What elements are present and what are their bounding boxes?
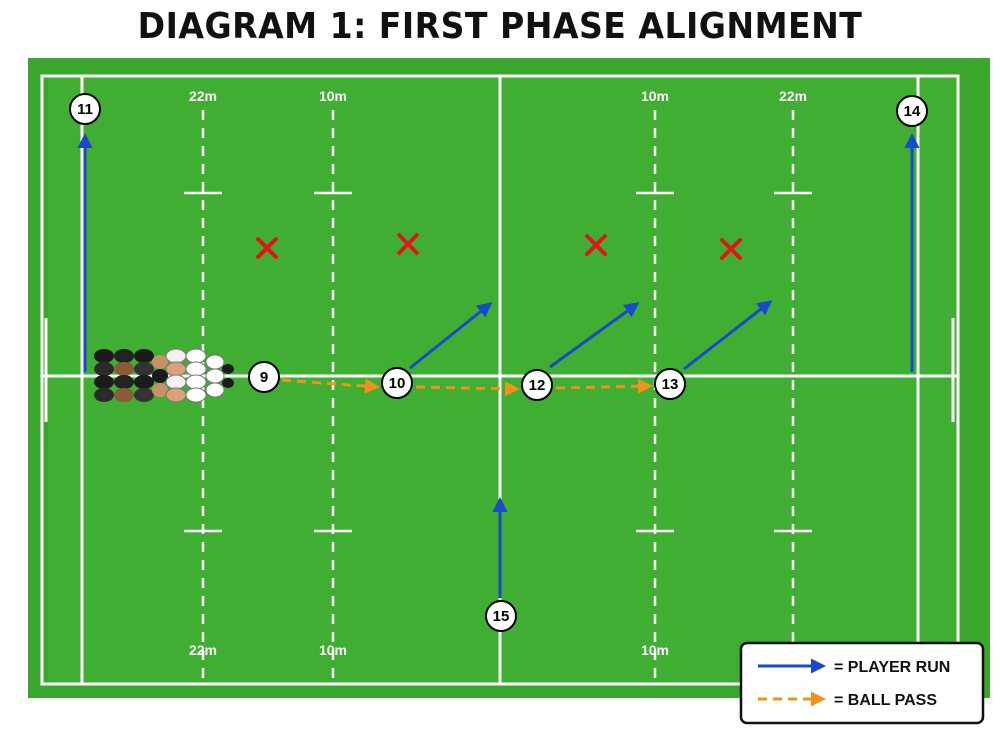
player-15-number: 15 — [493, 608, 510, 625]
pass-arrow-9-10 — [281, 378, 380, 394]
dashed-lines — [201, 110, 795, 684]
scrum-white-pack — [165, 348, 234, 403]
player-11: 11 — [69, 93, 101, 125]
player-10: 10 — [381, 367, 413, 399]
run-arrow-12 — [549, 302, 640, 369]
marker-top-22m-left: 22m — [189, 88, 217, 104]
scrum-dark-pack — [94, 349, 168, 402]
player-14-number: 14 — [904, 103, 921, 120]
defender-x-3 — [585, 234, 607, 256]
legend-pass-label: = BALL PASS — [834, 692, 937, 709]
defender-x-4 — [720, 238, 742, 260]
player-run-arrows — [77, 133, 920, 598]
marker-top-10m-right: 10m — [641, 88, 669, 104]
player-15: 15 — [485, 600, 517, 632]
player-12-number: 12 — [529, 377, 546, 394]
defender-markers — [256, 233, 742, 260]
player-13-number: 13 — [662, 376, 679, 393]
diagram-title: DIAGRAM 1: FIRST PHASE ALIGNMENT — [137, 6, 863, 47]
player-9-number: 9 — [260, 369, 268, 386]
marker-bottom-10m-left: 10m — [319, 642, 347, 658]
player-9: 9 — [248, 361, 280, 393]
player-13: 13 — [654, 368, 686, 400]
hash-marks — [184, 191, 812, 533]
pass-arrow-10-12 — [415, 381, 520, 397]
marker-bottom-22m-left: 22m — [189, 642, 217, 658]
run-arrow-13 — [683, 300, 773, 371]
marker-bottom-10m-right: 10m — [641, 642, 669, 658]
ball-pass-arrows — [281, 378, 653, 397]
marker-top-22m-right: 22m — [779, 88, 807, 104]
pass-arrow-12-13 — [555, 378, 653, 394]
defender-x-2 — [397, 233, 419, 255]
player-10-number: 10 — [389, 375, 406, 392]
scrum — [94, 348, 234, 403]
defender-x-1 — [256, 237, 278, 259]
player-11-number: 11 — [77, 101, 93, 118]
player-14: 14 — [896, 95, 928, 127]
legend: = PLAYER RUN = BALL PASS — [739, 641, 985, 725]
marker-top-10m-left: 10m — [319, 88, 347, 104]
player-12: 12 — [521, 369, 553, 401]
run-arrow-10 — [409, 302, 493, 370]
legend-box — [739, 641, 985, 725]
legend-run-label: = PLAYER RUN — [834, 659, 950, 676]
